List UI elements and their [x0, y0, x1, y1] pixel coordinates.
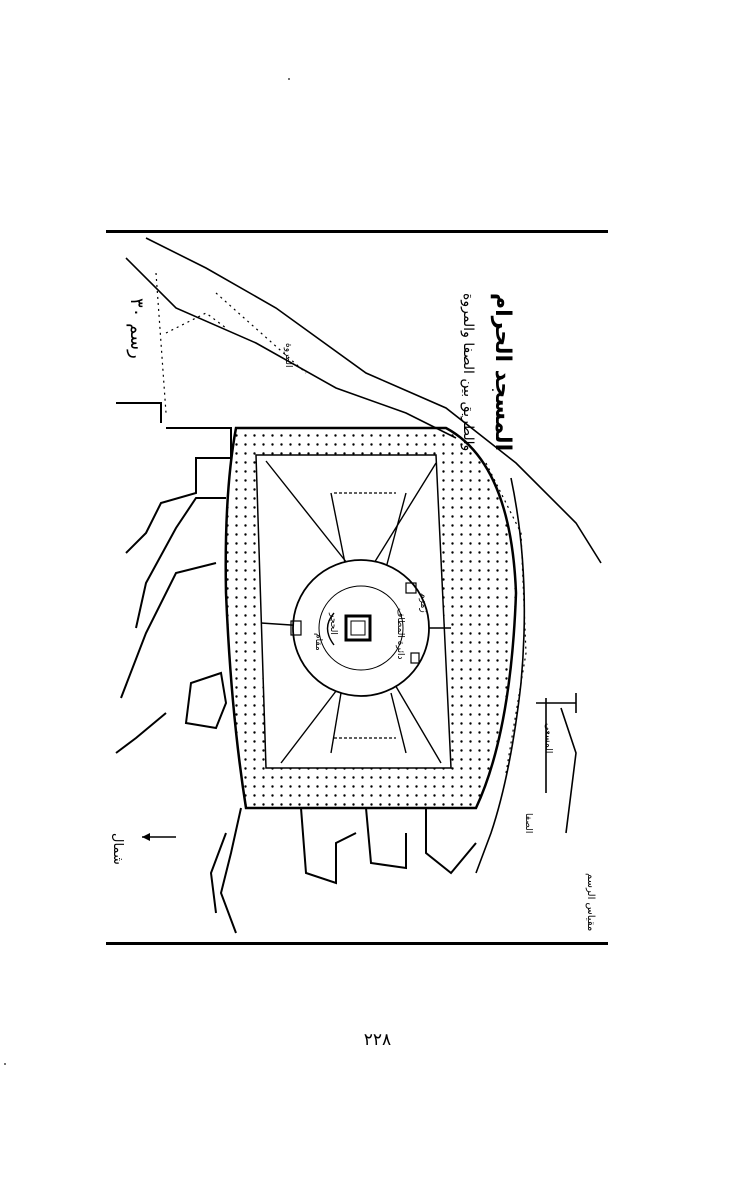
north-arrow-icon: [142, 833, 176, 841]
label-maqam: مقام: [313, 633, 323, 651]
top-rule: [106, 230, 608, 233]
bottom-rule: [106, 942, 608, 945]
page-number: ۲۲۸: [363, 1030, 392, 1050]
hijr-ismail: [326, 612, 335, 646]
plan-labels: دائرة المطاف الحجر مقام زمزم المسعى الصف…: [283, 343, 553, 833]
walkways: [260, 460, 451, 764]
label-zamzam: زمزم: [418, 593, 428, 613]
figure-label: رسم ۳۰: [126, 298, 147, 359]
label-marwa: المروة: [283, 343, 293, 367]
scan-speck: [4, 1063, 6, 1065]
label-mataf: دائرة المطاف: [395, 608, 405, 659]
scan-speck: [288, 78, 290, 80]
figure-label-group: رسم ۳۰: [126, 298, 147, 359]
haram-plan-drawing: المسجد الحرام والطريق بين الصفا والمروة …: [110, 237, 602, 934]
north-label: شمال: [110, 833, 125, 865]
dotted-lanes: [155, 272, 527, 774]
scale-note: مقياس الرسم: [585, 873, 596, 931]
label-masaa: المسعى: [543, 723, 553, 753]
mataf-inner-ring: [318, 585, 404, 671]
map-subtitle: والطريق بين الصفا والمروة: [460, 293, 476, 451]
surrounding-buildings: [115, 402, 477, 934]
map-title-group: المسجد الحرام والطريق بين الصفا والمروة: [460, 293, 515, 451]
label-safa: الصفا: [523, 813, 533, 833]
scale-note-group: مقياس الرسم: [585, 873, 596, 931]
masaa-street: [125, 237, 602, 874]
map-title: المسجد الحرام: [490, 293, 515, 451]
courtyard-structures: [290, 492, 420, 739]
north-label-group: شمال: [110, 833, 125, 865]
kaaba: [344, 614, 372, 642]
label-hijr: الحجر: [328, 612, 338, 635]
haram-plan-figure: المسجد الحرام والطريق بين الصفا والمروة …: [106, 233, 608, 942]
